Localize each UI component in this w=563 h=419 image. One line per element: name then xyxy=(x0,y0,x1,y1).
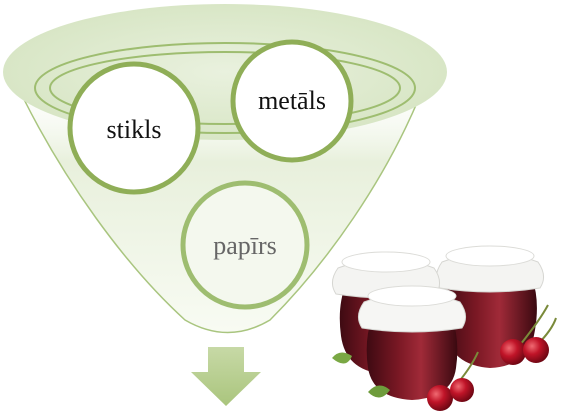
funnel-rim-ring-outer xyxy=(34,42,416,134)
material-circle-metals: metāls xyxy=(230,39,354,163)
leaf-icon xyxy=(332,352,352,364)
circle-papirs xyxy=(180,180,310,310)
leaf-icon xyxy=(368,385,390,398)
material-circle-papirs: papīrs xyxy=(180,180,310,310)
material-label-stikls: stikls xyxy=(107,115,162,144)
cherry-jam-jars-image xyxy=(332,245,557,411)
jam-jar-front xyxy=(358,285,466,400)
down-arrow-icon xyxy=(191,347,261,406)
material-label-metals: metāls xyxy=(258,86,326,115)
circle-metals xyxy=(230,39,354,163)
cherries xyxy=(427,304,557,411)
material-label-papirs: papīrs xyxy=(213,231,277,260)
circle-stikls xyxy=(67,61,201,195)
funnel-rim-ring-inner xyxy=(49,51,401,125)
material-circle-stikls: stikls xyxy=(67,61,201,195)
